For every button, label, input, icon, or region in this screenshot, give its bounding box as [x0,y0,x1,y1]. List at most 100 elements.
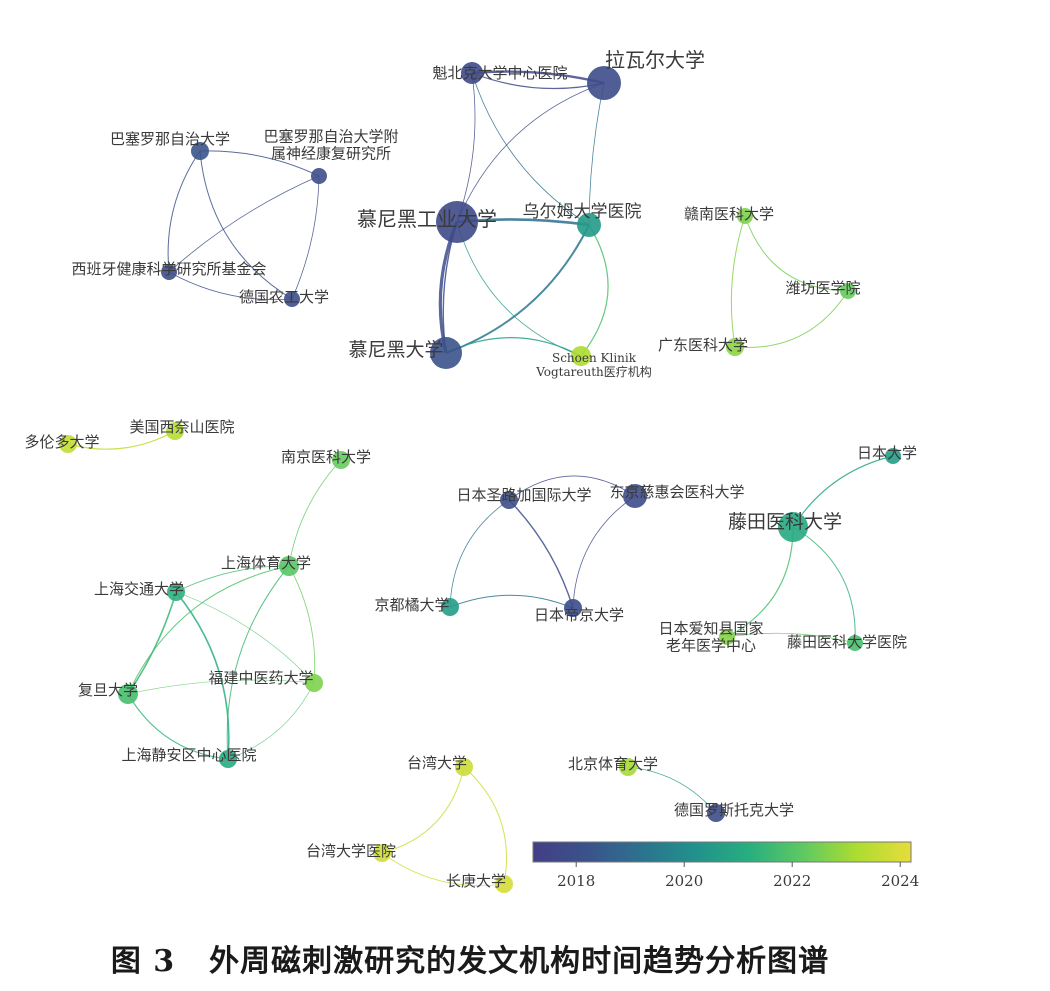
node-label-bsu: 北京体育大学 [568,755,658,773]
node-mtsinai[interactable] [166,422,184,440]
node-label-line: 日本圣路加国际大学 [456,486,591,504]
figure-title: 外周磁刺激研究的发文机构时间趋势分析图谱 [209,944,830,979]
node-jikei[interactable] [623,484,647,508]
node-agri[interactable] [284,291,300,307]
node-label-line: 赣南医科大学 [684,205,774,223]
node-label-line: 广东医科大学 [658,336,748,354]
edge-basque-spain [167,150,201,273]
node-ntuh[interactable] [373,844,391,862]
node-label-ntu: 台湾大学 [407,754,467,772]
node-gannan[interactable] [737,208,753,224]
node-label-spain: 西班牙健康科学研究所基金会 [71,260,266,278]
node-label-fudan: 复旦大学 [78,681,138,699]
node-nanjing[interactable] [332,451,350,469]
edge-quebec-ulm [471,72,590,226]
edge-stluke-jikei [508,475,636,501]
node-label-line: 上海体育大学 [221,554,311,572]
node-basque[interactable] [191,142,209,160]
edge-sus-sjtu [175,565,290,593]
node-laval[interactable] [587,66,621,100]
node-guangdong[interactable] [726,338,744,356]
node-kyoto[interactable] [441,598,459,616]
node-label-line: 藤田医科大学医院 [787,633,907,651]
node-weifang[interactable] [840,283,856,299]
node-cgu[interactable] [495,875,513,893]
edge-ntu-cgu [463,766,507,885]
edge-fudan-jingan [127,693,229,760]
node-label-line: 藤田医科大学 [728,511,842,533]
edge-kyoto-teikyo [449,594,574,609]
edge-nanjing-sus [288,459,342,567]
edge-ncgg-fujita_h [726,632,856,644]
edge-ntu-ntuh [381,766,465,854]
edge-fudan-fujian [127,679,315,695]
node-label-ntuh: 台湾大学医院 [306,842,396,860]
edge-lmu-schoen [445,337,582,357]
node-nihon[interactable] [885,448,901,464]
node-label-kyoto: 京都橘大学 [374,596,449,614]
node-label-line: 西班牙健康科学研究所基金会 [71,260,266,278]
edge-quebec-tum [456,72,476,223]
node-label-line: 南京医科大学 [281,448,371,466]
node-label-lmu: 慕尼黑大学 [348,339,443,361]
edge-basque-agri [199,150,293,300]
node-ncgg[interactable] [719,629,735,645]
node-label-nihon: 日本大学 [857,444,917,462]
node-label-line: 德国农工大学 [239,288,329,306]
node-sus[interactable] [279,556,299,576]
node-label-line: 上海交通大学 [94,580,184,598]
node-label-cgu: 长庚大学 [446,872,506,890]
node-lmu[interactable] [430,337,462,369]
edge-sjtu-fujian [175,591,315,684]
node-label-line: 魁北克大学中心医院 [432,64,567,82]
node-label-tum: 慕尼黑工业大学 [357,207,497,231]
node-jingan[interactable] [219,750,237,768]
node-label-line: 巴塞罗那自治大学 [110,130,230,148]
node-label-fujian: 福建中医药大学 [208,669,313,687]
edge-tum-schoen [456,221,582,357]
node-label-line: 日本大学 [857,444,917,462]
node-toronto[interactable] [59,435,77,453]
node-fujita[interactable] [778,512,808,542]
node-fujian[interactable] [305,674,323,692]
node-fujita_h[interactable] [847,635,863,651]
node-label-line: 老年医学中心 [666,637,756,655]
node-teikyo[interactable] [564,599,582,617]
node-label-basque: 巴塞罗那自治大学 [110,130,230,148]
node-schoen[interactable] [571,346,591,366]
node-bsu[interactable] [619,758,637,776]
node-fudan[interactable] [118,684,138,704]
node-label-line: 属神经康复研究所 [271,145,391,163]
node-sjtu[interactable] [167,583,185,601]
node-quebec[interactable] [461,62,483,84]
edge-spain-agri [168,271,293,301]
node-stluke[interactable] [500,491,518,509]
node-label-toronto: 多伦多大学 [24,433,99,451]
node-label-laval: 拉瓦尔大学 [605,48,705,72]
node-label-fujita: 藤田医科大学 [728,511,842,533]
node-label-fujita_h: 藤田医科大学医院 [787,633,907,651]
node-label-line: 日本爱知县国家 [658,620,763,638]
node-spain[interactable] [161,264,177,280]
edge-basque-basque_inst [199,150,320,177]
edge-sjtu-fudan [127,591,177,695]
node-basque_inst[interactable] [311,168,327,184]
node-label-line: 慕尼黑大学 [348,339,443,361]
edge-fujita-ncgg [726,526,794,638]
edge-gannan-weifang [744,215,849,292]
node-label-line: 复旦大学 [78,681,138,699]
edge-stluke-teikyo [508,499,574,609]
node-label-line: 德国罗斯托克大学 [674,801,794,819]
edge-sus-fujian [288,565,316,684]
node-ulm[interactable] [577,213,601,237]
node-rostock[interactable] [707,804,725,822]
edge-toronto-mtsinai [67,430,176,450]
colorbar-tick-label: 2022 [773,872,811,890]
node-label-line: 上海静安区中心医院 [121,746,256,764]
node-label-line: 慕尼黑工业大学 [357,207,497,231]
edge-sus-jingan [226,565,290,760]
node-ntu[interactable] [455,758,473,776]
node-tum[interactable] [436,201,478,243]
